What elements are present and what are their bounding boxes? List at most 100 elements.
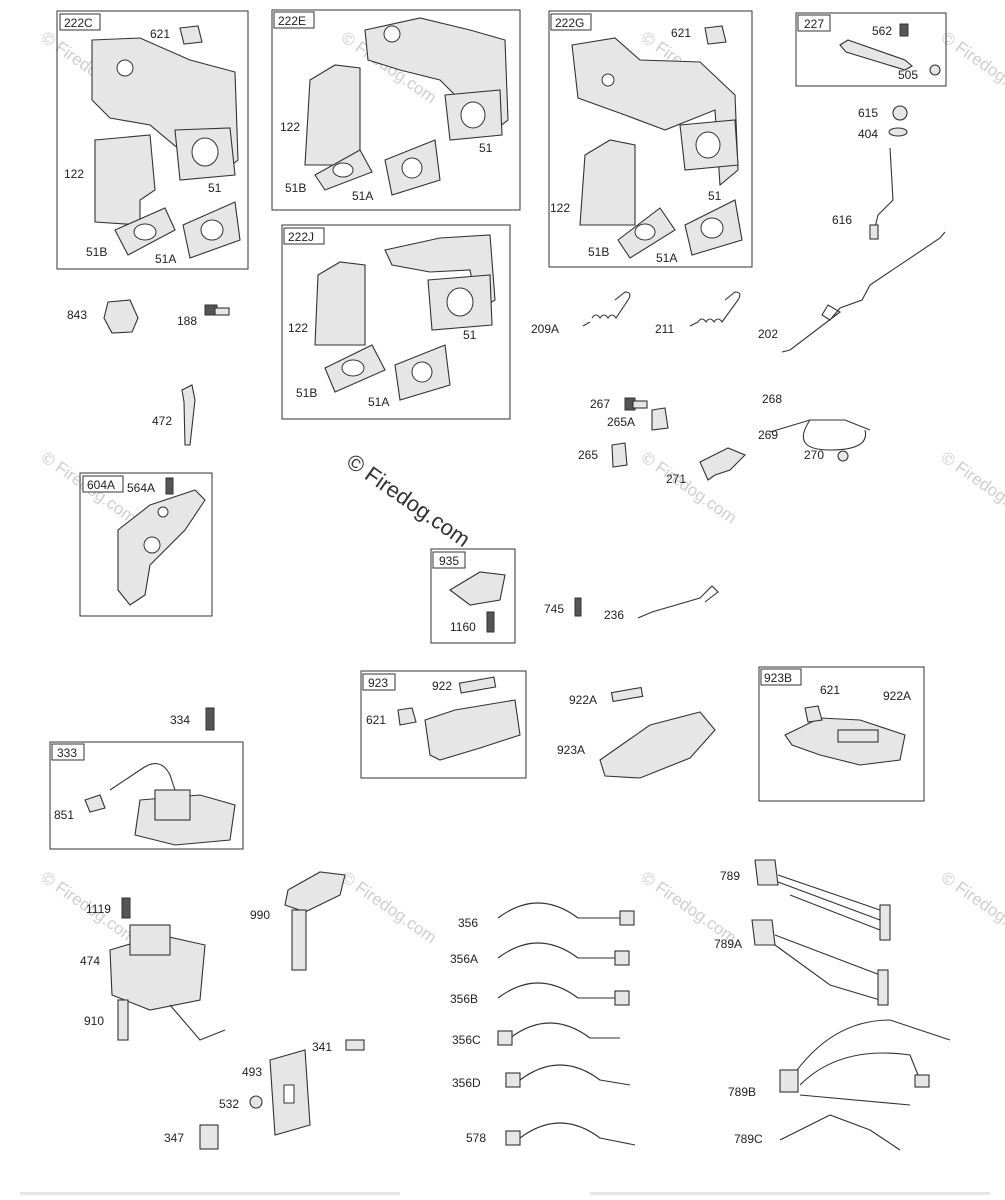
part-label: 347 (164, 1131, 184, 1145)
coil-wire (169, 1004, 226, 1041)
part-label: 1160 (450, 620, 476, 634)
part-label: 578 (466, 1131, 486, 1145)
part-label: 188 (177, 314, 197, 328)
group-935: 935 1160 (430, 548, 516, 644)
part-1119 (121, 897, 131, 919)
part-789b-wires (789, 1019, 951, 1106)
part-label: 843 (67, 308, 87, 322)
footer-strip (590, 1192, 990, 1195)
group-tag-box (797, 14, 831, 32)
spring-922 (458, 676, 497, 694)
control-parts: 267 265A 268 269 265 271 270 (578, 392, 871, 486)
part-label: 51A (352, 189, 373, 203)
part-label: 51A (656, 251, 677, 265)
group-923: 923 922 621 (360, 670, 527, 779)
part-label: 621 (671, 26, 691, 40)
part-label: 51 (208, 181, 222, 195)
part-270 (837, 450, 849, 462)
governor-link-202: 202 (758, 231, 946, 353)
part-356b-wire (497, 982, 615, 999)
gasket-hole (700, 217, 724, 239)
nut-505 (929, 64, 941, 76)
coil-core (154, 789, 191, 821)
gasket-hole (341, 359, 365, 377)
group-333: 333 851 (49, 741, 244, 850)
spring-922a (837, 729, 879, 743)
part-990-shaft (291, 909, 307, 971)
bracket-hole (383, 25, 401, 43)
part-label: 270 (804, 448, 824, 462)
part-label: 356A (450, 952, 478, 966)
part-789-connector (754, 859, 779, 886)
gasket-hole (411, 361, 433, 383)
gasket-hole (695, 131, 721, 159)
part-356c-plug (497, 1030, 513, 1046)
watermark-text: © Firedog.com (338, 868, 440, 948)
part-910 (117, 999, 129, 1041)
part-789-wires (777, 874, 881, 931)
group-tag-box (59, 13, 101, 31)
part-label: 493 (242, 1065, 262, 1079)
part-label: 745 (544, 602, 564, 616)
part-label: 922A (883, 689, 911, 703)
group-tag: 222J (288, 230, 314, 244)
part-label: 356D (452, 1076, 481, 1090)
part-472-group: 472 (152, 384, 196, 446)
watermark-text: © Firedog.com (938, 448, 1005, 528)
group-frame (271, 9, 521, 211)
gasket-hole (191, 137, 219, 167)
part-202 (781, 231, 946, 353)
part-236 (637, 585, 719, 619)
group-frame (79, 472, 213, 617)
part-label: 923A (557, 743, 585, 757)
small-parts-843-188: 843 188 (67, 299, 230, 334)
part-label: 122 (280, 120, 300, 134)
part-789a-plug (877, 969, 889, 1006)
part-356d-plug (505, 1072, 521, 1088)
part-label: 789C (734, 1132, 763, 1146)
part-label: 564A (127, 481, 155, 495)
part-label: 910 (84, 1014, 104, 1028)
part-851 (84, 794, 106, 813)
part-label: 851 (54, 808, 74, 822)
part-label: 51 (708, 189, 722, 203)
part-label: 265A (607, 415, 635, 429)
group-222g: 222G 621 122 51 51B 51A (548, 10, 753, 268)
part-label: 269 (758, 428, 778, 442)
watermark-text: © Firedog.com (938, 28, 1005, 108)
group-tag-box (760, 668, 802, 686)
gasket-hole (332, 162, 354, 178)
group-frame (360, 670, 527, 779)
part-472 (181, 384, 196, 446)
part-578-plug (505, 1130, 521, 1146)
part-616-tip (869, 224, 879, 240)
part-789c-wire (779, 1114, 901, 1151)
part-268-269-cable (769, 419, 871, 451)
group-tag: 222C (64, 16, 93, 30)
parts-745-236: 745 236 (544, 585, 719, 622)
part-267-shank (632, 400, 648, 409)
coil-assembly-474: 1119 474 910 (80, 897, 226, 1041)
group-tag: 222G (555, 16, 584, 30)
bracket-hole (601, 73, 615, 87)
group-923b: 923B 621 922A (758, 666, 925, 802)
gasket-hole (446, 287, 474, 317)
group-tag: 222E (278, 14, 306, 28)
part-label: 122 (64, 167, 84, 181)
part-789a-connector (751, 919, 776, 946)
part-label: 789B (728, 1085, 756, 1099)
screw-564a (165, 477, 174, 495)
part-label: 51 (479, 141, 493, 155)
part-label: 621 (366, 713, 386, 727)
gasket-122 (304, 64, 361, 166)
group-tag: 604A (87, 478, 115, 492)
watermark-center: © Firedog.com (342, 449, 475, 552)
part-347 (199, 1124, 219, 1150)
group-222c: 222C 621 122 51 51B 51A (56, 10, 249, 270)
part-label: 268 (762, 392, 782, 406)
footer-strip (20, 1192, 400, 1195)
part-922a (610, 686, 644, 703)
part-label: 51B (588, 245, 609, 259)
part-label: 271 (666, 472, 686, 486)
clip-621 (179, 25, 203, 45)
